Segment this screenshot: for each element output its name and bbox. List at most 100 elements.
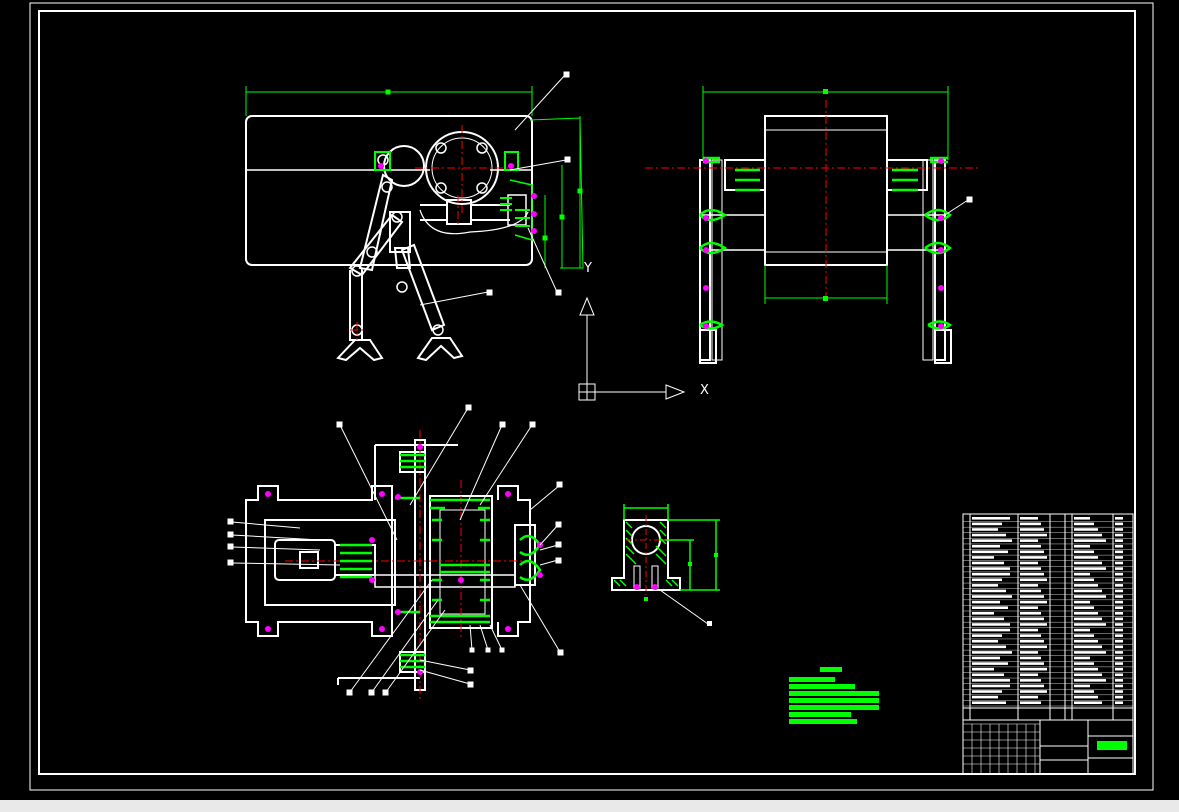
parts-list-cell-text: [1115, 533, 1123, 537]
title-block: [962, 719, 1134, 775]
parts-list-cell-text: [1074, 612, 1098, 615]
parts-list-cell-text: [1020, 656, 1041, 660]
parts-list-cell-text: [1074, 684, 1090, 688]
parts-list-cell-text: [1115, 662, 1123, 665]
parts-list-cell-text: [1115, 617, 1123, 621]
top-view-fasteners: [265, 444, 543, 675]
parts-list-cell-text: [1074, 578, 1094, 582]
parts-list-cell-text: [1020, 539, 1038, 542]
parts-list-cell-text: [1115, 589, 1123, 593]
parts-list-cell-text: [1115, 656, 1123, 660]
parts-list-cell-text: [972, 651, 1012, 654]
parts-list-cell-text: [972, 550, 1008, 554]
parts-list-cell-text: [1020, 623, 1047, 626]
parts-list-cell-text: [1115, 695, 1123, 699]
parts-list-cell-text: [1020, 634, 1041, 637]
title-block-grid: [963, 723, 1040, 774]
parts-list-cell-text: [1115, 667, 1123, 671]
parts-list-cell-text: [1115, 567, 1123, 570]
parts-list-cell-text: [1020, 517, 1038, 520]
parts-list-cell-text: [1074, 673, 1102, 677]
parts-list-cell-text: [1020, 612, 1041, 615]
parts-list-cell-text: [1115, 628, 1123, 632]
side-view-centerlines: [645, 100, 980, 300]
top-view: [245, 439, 536, 691]
front-view-leaders: [419, 71, 571, 306]
sheet-border: [29, 2, 1154, 791]
parts-list-cell-text: [1115, 561, 1123, 565]
parts-list-cell-text: [972, 673, 1004, 677]
parts-list-cell-text: [972, 701, 1006, 704]
parts-list-cell-text: [1020, 522, 1041, 526]
parts-list-cell-text: [972, 567, 1010, 570]
parts-list-cell-text: [1115, 612, 1123, 615]
parts-list-cell-text: [1074, 589, 1102, 593]
side-view-hatching: [699, 86, 953, 330]
parts-list-cell-text: [1074, 656, 1090, 660]
parts-list-cell-text: [1115, 544, 1123, 548]
parts-list-cell-text: [1074, 634, 1094, 637]
parts-list-cell-text: [1020, 572, 1044, 576]
parts-list-cell-text: [1074, 572, 1090, 576]
parts-list-cell-text: [1020, 595, 1044, 598]
parts-list-cell-text: [1020, 606, 1038, 609]
parts-list-cell-text: [1115, 517, 1123, 520]
parts-list-cell-text: [1074, 544, 1090, 548]
parts-list-cell-text: [1020, 662, 1044, 665]
parts-list-cell-text: [1020, 684, 1044, 688]
parts-list-cell-text: [1115, 539, 1123, 542]
parts-list-cell-text: [1074, 623, 1106, 626]
parts-list-cell-text: [972, 528, 998, 531]
parts-list-cell-text: [1074, 522, 1094, 526]
parts-list-cell-text: [1020, 667, 1047, 671]
parts-list-cell-text: [972, 639, 998, 643]
parts-list-cell-text: [1020, 556, 1047, 559]
ucs-x-label: X: [700, 383, 709, 398]
parts-list-cell-text: [1115, 673, 1123, 677]
parts-list-cell-text: [1115, 623, 1123, 626]
parts-list-cell-text: [1020, 695, 1038, 699]
parts-list-cell-text: [972, 584, 998, 587]
side-view-fasteners: [703, 158, 944, 329]
parts-list-cell-text: [972, 589, 1006, 593]
parts-list-cell-text: [972, 572, 1010, 576]
parts-list-cell-text: [1115, 522, 1123, 526]
parts-list-cell-text: [1020, 651, 1038, 654]
parts-list-cell-text: [1074, 662, 1094, 665]
parts-list-cell-text: [1074, 628, 1090, 632]
parts-list-cell-text: [1074, 645, 1102, 649]
parts-list-cell-text: [1020, 617, 1044, 621]
ucs-y-label: Y: [584, 261, 592, 276]
bearing-block-centerlines: [626, 515, 668, 595]
parts-list-cell-text: [972, 679, 1010, 682]
parts-list-cell-text: [1020, 584, 1038, 587]
parts-list-cell-text: [1115, 600, 1123, 604]
parts-list-cell-text: [1115, 578, 1123, 582]
bearing-block-marks: [634, 553, 718, 626]
parts-list-cell-text: [972, 539, 1012, 542]
parts-list-cell-text: [1074, 550, 1094, 554]
parts-list-cell-text: [1020, 533, 1047, 537]
parts-list-cell-text: [972, 617, 1004, 621]
side-view-leaders: [823, 89, 973, 301]
parts-list-cell-text: [972, 690, 1002, 693]
parts-list-cell-text: [972, 645, 1006, 649]
status-strip: [0, 800, 1179, 812]
parts-list-cell-text: [972, 556, 994, 559]
parts-list-cell-text: [1020, 679, 1041, 682]
parts-list-cell-text: [1115, 679, 1123, 682]
parts-list-cell-text: [1074, 679, 1106, 682]
parts-list-cell-text: [1074, 539, 1106, 542]
parts-list-cell-text: [1115, 584, 1123, 587]
parts-list-cell-text: [1074, 528, 1098, 531]
parts-list-cell-text: [1074, 567, 1106, 570]
parts-list-cell-text: [1020, 567, 1041, 570]
top-view-leaders: [227, 404, 564, 696]
parts-list-cell-text: [972, 578, 1002, 582]
parts-list-cell-text: [1074, 667, 1098, 671]
parts-list-cell-text: [972, 695, 998, 699]
parts-list-cell-text: [972, 517, 1010, 520]
parts-list-cell-text: [972, 656, 1000, 660]
